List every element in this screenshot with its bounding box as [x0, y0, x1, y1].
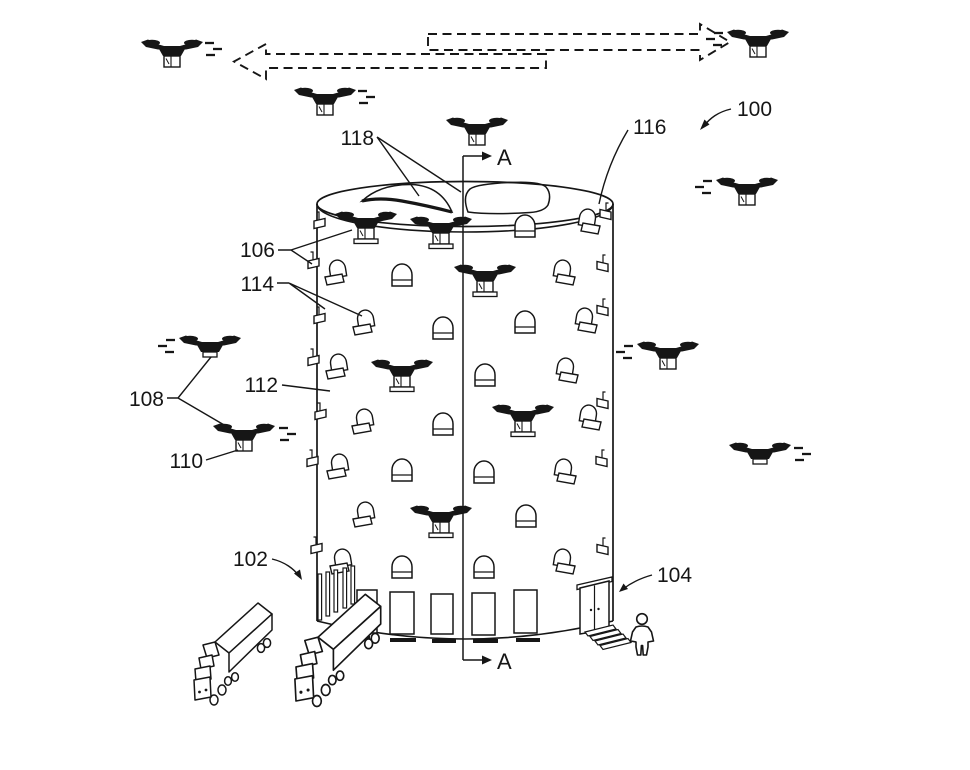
drone-portal-window — [514, 310, 536, 334]
delivery-drone-icon — [716, 178, 778, 206]
drone-portal-window — [432, 316, 454, 340]
drone-portal-window — [473, 555, 495, 579]
ref-label-114: 114 — [241, 273, 275, 296]
drone-portal-window — [514, 214, 536, 238]
arrowhead-104 — [619, 583, 628, 592]
leader-line-116 — [598, 129, 629, 205]
speed-lines — [277, 426, 298, 442]
delivery-drone-icon — [179, 336, 241, 358]
drone-portal-window — [474, 363, 496, 387]
section-marker-bottom: A — [497, 649, 512, 674]
arrowhead-102 — [294, 569, 302, 580]
truck-icon — [193, 602, 273, 706]
delivery-drone-icon — [729, 443, 791, 465]
ref-label-102: 102 — [233, 548, 268, 571]
ref-label-110: 110 — [170, 450, 203, 473]
door-knob — [589, 608, 593, 612]
ref-label-108: 108 — [129, 388, 164, 411]
ref-label-118: 118 — [341, 127, 374, 150]
section-line-a: A A — [462, 145, 512, 674]
tower-body — [317, 204, 613, 639]
delivery-drone-icon — [213, 424, 275, 452]
speed-lines — [156, 338, 177, 354]
ref-label-106: 106 — [240, 239, 275, 262]
leader-line-110 — [205, 449, 239, 461]
drone-portal-window — [391, 458, 413, 482]
drone-portal-window — [473, 460, 495, 484]
speed-lines — [704, 31, 725, 47]
truck-entrance-slats — [317, 565, 356, 621]
delivery-drone-icon — [446, 118, 508, 146]
dashed-flight-path-arrows — [232, 22, 732, 81]
ref-label-112: 112 — [245, 374, 278, 397]
section-marker-top: A — [497, 145, 512, 170]
drone-portal-window — [391, 555, 413, 579]
entrance-door — [576, 576, 633, 651]
ref-label-104: 104 — [657, 564, 692, 587]
roof-opening-crescent-inner-edge — [361, 197, 453, 214]
delivery-drone-icon — [141, 40, 203, 68]
speed-lines — [203, 41, 224, 57]
delivery-drone-icon — [294, 88, 356, 116]
fulfillment-center-tower — [306, 180, 633, 651]
arrow-104 — [622, 574, 653, 590]
leader-line-118 — [376, 136, 462, 197]
ref-label-100: 100 — [737, 98, 772, 121]
door-steps — [583, 624, 633, 651]
arrowhead-100 — [700, 119, 710, 130]
speed-lines — [614, 344, 635, 360]
speed-lines — [693, 179, 714, 195]
delivery-drone-icon — [637, 342, 699, 370]
flight-arrow-right — [427, 22, 732, 62]
speed-lines — [356, 89, 377, 105]
flight-arrow-left — [232, 42, 547, 81]
drone-portal-window — [515, 504, 537, 528]
ground-dashes — [348, 636, 540, 643]
drone-portal-window — [391, 263, 413, 287]
leader-line-108 — [167, 356, 232, 430]
speed-lines — [792, 446, 813, 462]
ref-label-116: 116 — [633, 116, 666, 139]
leader-line-114 — [277, 282, 363, 317]
person-icon — [629, 612, 655, 656]
leader-line-106 — [278, 229, 353, 265]
delivery-drone-icon — [727, 30, 789, 58]
trucks — [193, 593, 382, 708]
door-knob — [597, 607, 600, 611]
leader-line-112 — [281, 384, 331, 392]
roof-opening-hatch — [464, 181, 551, 215]
reference-annotations: 118 116 100 106 114 112 108 110 102 104 — [129, 98, 772, 592]
tower-roof-rim-lower — [316, 203, 614, 233]
drone-portal-window — [432, 412, 454, 436]
